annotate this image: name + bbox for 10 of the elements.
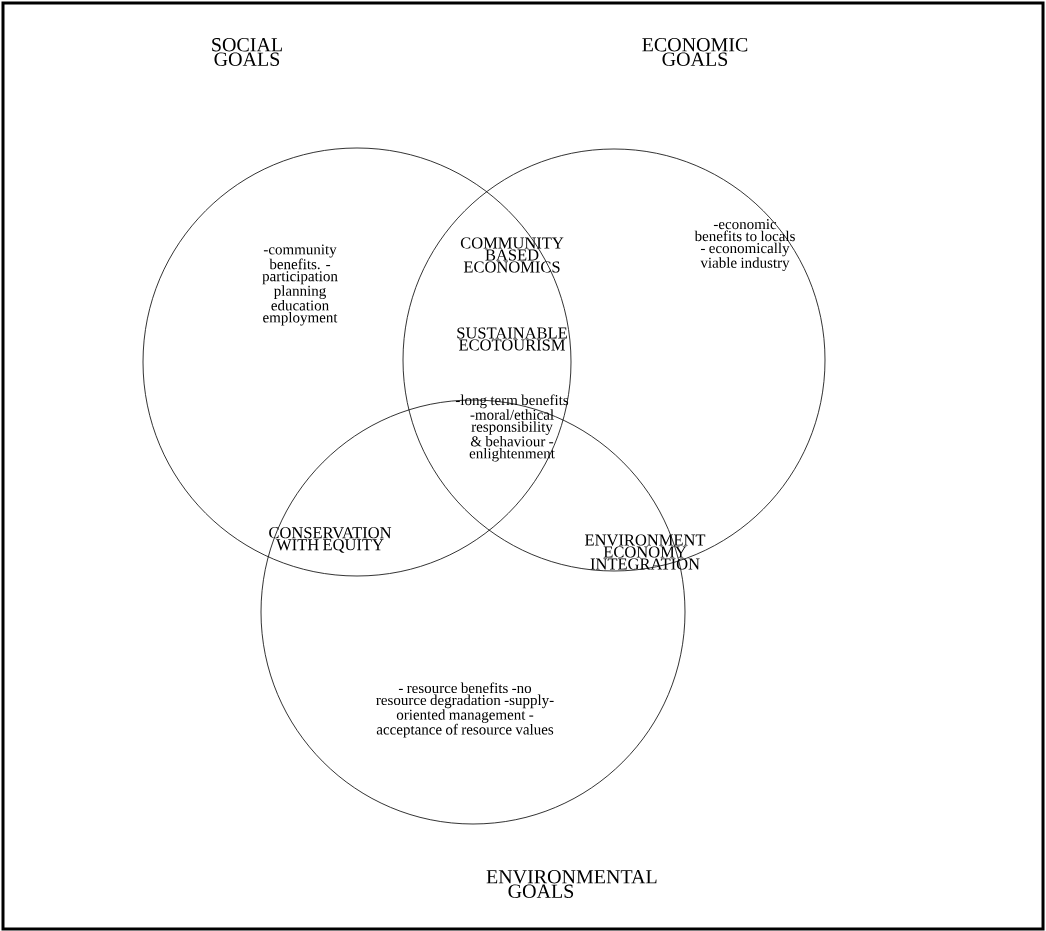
region-label: -long term benefits -moral/ethical responsibility & behaviour - enlightenment: [455, 394, 569, 462]
circle-heading: ENVIRONMENTAL GOALS: [486, 870, 657, 898]
circle-heading: ECONOMIC GOALS: [642, 38, 748, 66]
region-label: SUSTAINABLE ECOTOURISM: [457, 327, 567, 351]
circle-heading: SOCIAL GOALS: [212, 38, 282, 66]
circle-text: -community benefits. -participation planning education employment: [262, 244, 338, 326]
region-label: CONSERVATION WITH EQUITY: [269, 527, 392, 553]
circle-text: - resource benefits -no resource degradation -supply-oriented management - acceptance of resource values: [376, 682, 554, 738]
region-label: COMMUNITY BASED ECONOMICS: [460, 237, 564, 273]
circle-text: -economic benefits to locals - economically viable industry: [694, 219, 795, 271]
